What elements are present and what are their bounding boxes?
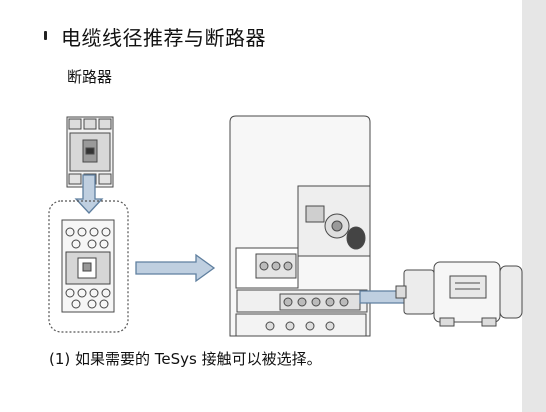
motor-icon	[395, 261, 523, 327]
right-arrow-icon	[135, 253, 216, 283]
contactor-icon	[48, 200, 129, 333]
figure-caption: (1) 如果需要的 TeSys 接触可以被选择。	[49, 350, 322, 368]
section-heading: 电缆线径推荐与断路器	[61, 26, 266, 50]
bullet-icon	[44, 31, 47, 40]
subsection-heading: 断路器	[67, 68, 113, 86]
drive-icon	[229, 115, 371, 337]
page-edge-strip	[522, 0, 546, 412]
down-arrow-icon	[74, 174, 104, 214]
